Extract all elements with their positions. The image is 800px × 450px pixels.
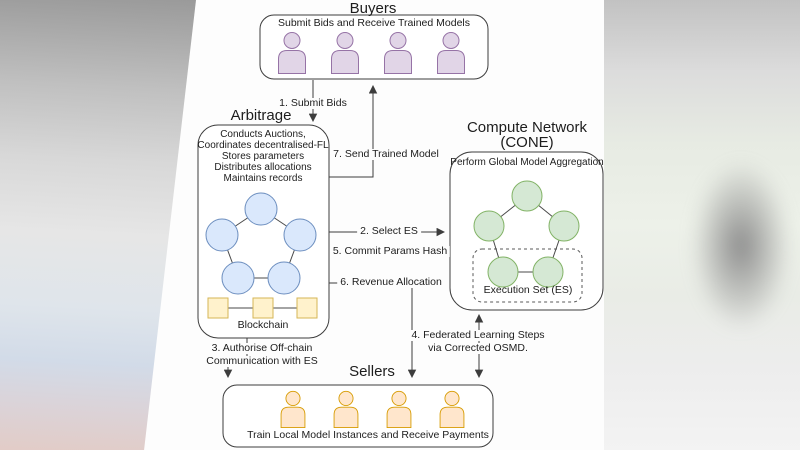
arbitrage-node-icon xyxy=(205,218,239,252)
arbitrage-node-icon xyxy=(267,261,301,295)
edge-6-label: 6. Revenue Allocation xyxy=(337,276,445,289)
blockchain-chain xyxy=(207,297,318,319)
arbitrage-desc-line: Stores parameters xyxy=(221,151,305,162)
arbitrage-title: Arbitrage xyxy=(230,107,292,124)
sellers-subtitle: Train Local Model Instances and Receive … xyxy=(247,429,489,441)
cone-node-icon xyxy=(511,180,543,212)
arbitrage-box xyxy=(197,124,330,339)
blockchain-block-icon xyxy=(296,297,318,319)
edge-7-send-trained-model-line xyxy=(329,84,378,178)
edge-3-label-line1: 3. Authorise Off-chain xyxy=(208,342,316,355)
sellers-box xyxy=(222,384,494,448)
cone-node-network xyxy=(473,180,580,288)
cone-title-line2: (CONE) xyxy=(500,134,554,151)
arbitrage-desc-line: Distributes allocations xyxy=(214,162,312,173)
cone-node-icon xyxy=(532,256,564,288)
arbitrage-desc-line: Coordinates decentralised-FL xyxy=(197,140,329,151)
arbitrage-node-icon xyxy=(283,218,317,252)
background-right-band xyxy=(604,0,800,450)
cone-title-line1: Compute Network xyxy=(466,119,588,136)
blockchain-label: Blockchain xyxy=(237,319,289,331)
edge-4-label-line2: via Corrected OSMD. xyxy=(425,342,531,355)
edge-4-label-line1: 4. Federated Learning Steps xyxy=(408,329,548,342)
cone-subtitle: Perform Global Model Aggregation xyxy=(450,157,604,168)
arbitrage-node-icon xyxy=(221,261,255,295)
sellers-title: Sellers xyxy=(349,363,395,380)
execution-set-label: Execution Set (ES) xyxy=(483,284,573,296)
buyers-subtitle: Submit Bids and Receive Trained Models xyxy=(277,17,471,29)
edge-2-label: 2. Select ES xyxy=(357,225,421,238)
background-shadow-blob xyxy=(672,128,800,363)
blockchain-block-icon xyxy=(252,297,274,319)
cone-node-icon xyxy=(487,256,519,288)
cone-node-icon xyxy=(473,210,505,242)
arbitrage-desc-line: Conducts Auctions, xyxy=(220,129,306,140)
edge-5-label: 5. Commit Params Hash xyxy=(329,245,451,258)
edge-7-label: 7. Send Trained Model xyxy=(330,148,442,161)
edge-1-label: 1. Submit Bids xyxy=(276,97,350,110)
buyers-title: Buyers xyxy=(349,0,397,17)
cone-box xyxy=(449,151,604,311)
blockchain-block-icon xyxy=(207,297,229,319)
execution-set-dashed-box xyxy=(472,248,583,303)
arbitrage-desc-line: Maintains records xyxy=(223,173,303,184)
buyers-box xyxy=(259,14,489,80)
edge-3-label-line2: Communication with ES xyxy=(203,355,321,368)
arbitrage-node-network xyxy=(205,192,317,295)
cone-node-icon xyxy=(548,210,580,242)
arbitrage-node-icon xyxy=(244,192,278,226)
